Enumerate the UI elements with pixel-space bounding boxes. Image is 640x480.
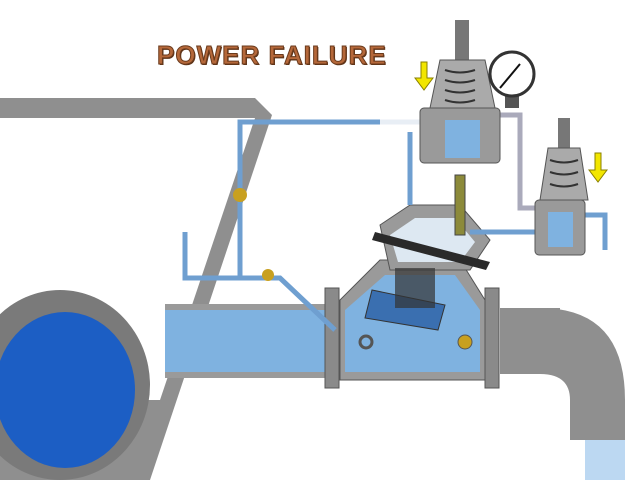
- pressure-reducing-pilot: [419, 20, 501, 164]
- down-arrow-icon: [414, 61, 434, 91]
- flow-chevrons: [164, 199, 186, 229]
- main-valve: [324, 174, 500, 389]
- valve-stem: [454, 174, 466, 236]
- diagram-title: POWER FAILURE: [157, 40, 387, 71]
- down-arrow-icon: [588, 152, 608, 183]
- strainer-fitting: [233, 188, 247, 202]
- ball-valve: [262, 269, 274, 281]
- supply-pipe: [0, 98, 272, 480]
- main-line: [165, 304, 625, 480]
- water-discharge: [585, 440, 625, 480]
- pipe-water-opening: [0, 312, 135, 468]
- diaphragm: [372, 232, 490, 270]
- pressure-gauge: [488, 50, 536, 108]
- solenoid-pilot: [534, 118, 589, 256]
